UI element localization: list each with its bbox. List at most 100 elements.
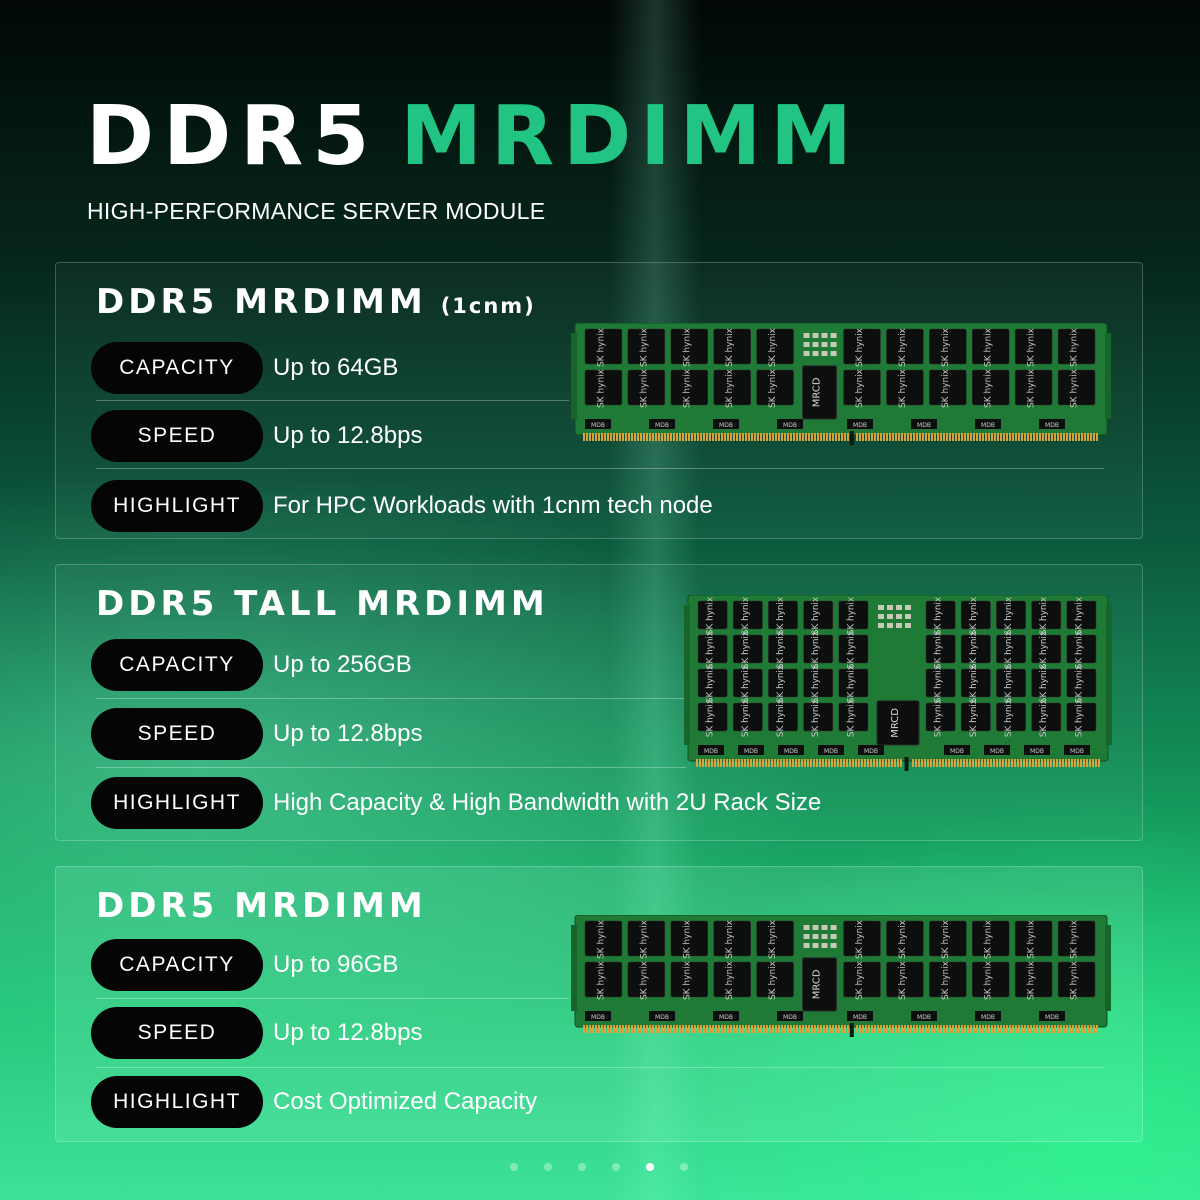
svg-text:SK hynix: SK hynix: [855, 368, 865, 408]
svg-text:MDB: MDB: [824, 748, 838, 755]
svg-text:SK hynix: SK hynix: [1027, 368, 1037, 408]
svg-text:MDB: MDB: [591, 1014, 605, 1021]
card-title-text: DDR5 MRDIMM: [96, 282, 427, 322]
svg-text:MRCD: MRCD: [890, 708, 901, 738]
svg-text:MDB: MDB: [990, 748, 1004, 755]
svg-text:MRCD: MRCD: [812, 377, 823, 407]
svg-text:SK hynix: SK hynix: [1004, 665, 1014, 703]
speed-pill: SPEED: [91, 1007, 263, 1059]
svg-text:SK hynix: SK hynix: [941, 919, 951, 959]
speed-pill: SPEED: [91, 410, 263, 462]
svg-text:SK hynix: SK hynix: [846, 699, 856, 737]
svg-text:SK hynix: SK hynix: [984, 368, 994, 408]
svg-text:SK hynix: SK hynix: [725, 368, 735, 408]
svg-text:SK hynix: SK hynix: [1004, 631, 1014, 669]
svg-text:SK hynix: SK hynix: [682, 327, 692, 367]
row-divider: [96, 998, 569, 999]
svg-text:SK hynix: SK hynix: [941, 327, 951, 367]
svg-text:SK hynix: SK hynix: [741, 665, 751, 703]
svg-text:SK hynix: SK hynix: [706, 631, 716, 669]
speed-value: Up to 12.8bps: [273, 1019, 423, 1046]
svg-text:SK hynix: SK hynix: [855, 919, 865, 959]
title-green: MRDIMM: [400, 89, 861, 184]
svg-text:SK hynix: SK hynix: [741, 631, 751, 669]
card-title: DDR5 MRDIMM: [96, 886, 427, 926]
svg-text:SK hynix: SK hynix: [969, 631, 979, 669]
carousel-dot[interactable]: [544, 1163, 552, 1171]
carousel-dot[interactable]: [612, 1163, 620, 1171]
svg-text:SK hynix: SK hynix: [1039, 631, 1049, 669]
svg-text:MDB: MDB: [719, 422, 733, 429]
svg-text:SK hynix: SK hynix: [1039, 699, 1049, 737]
svg-text:SK hynix: SK hynix: [934, 665, 944, 703]
svg-text:SK hynix: SK hynix: [776, 665, 786, 703]
carousel-dots: [510, 1163, 688, 1171]
svg-text:SK hynix: SK hynix: [596, 327, 606, 367]
svg-text:SK hynix: SK hynix: [846, 665, 856, 703]
capacity-pill: CAPACITY: [91, 342, 263, 394]
svg-text:MDB: MDB: [704, 748, 718, 755]
svg-text:SK hynix: SK hynix: [1004, 699, 1014, 737]
svg-text:MDB: MDB: [950, 748, 964, 755]
row-divider: [96, 468, 1104, 469]
svg-text:MDB: MDB: [655, 422, 669, 429]
card-title: DDR5 MRDIMM (1cnm): [96, 285, 536, 319]
svg-text:SK hynix: SK hynix: [768, 368, 778, 408]
svg-text:SK hynix: SK hynix: [969, 597, 979, 635]
svg-text:SK hynix: SK hynix: [855, 960, 865, 1000]
svg-text:SK hynix: SK hynix: [898, 919, 908, 959]
highlight-value: High Capacity & High Bandwidth with 2U R…: [273, 789, 822, 816]
svg-text:SK hynix: SK hynix: [846, 631, 856, 669]
svg-text:SK hynix: SK hynix: [898, 960, 908, 1000]
svg-text:MDB: MDB: [591, 422, 605, 429]
svg-text:SK hynix: SK hynix: [1070, 368, 1080, 408]
speed-value: Up to 12.8bps: [273, 422, 423, 449]
tech-node-label: (1cnm): [440, 294, 536, 318]
carousel-dot[interactable]: [578, 1163, 586, 1171]
svg-text:SK hynix: SK hynix: [898, 327, 908, 367]
carousel-dot[interactable]: [646, 1163, 654, 1171]
carousel-dot[interactable]: [680, 1163, 688, 1171]
svg-text:SK hynix: SK hynix: [1070, 919, 1080, 959]
svg-text:SK hynix: SK hynix: [855, 327, 865, 367]
svg-text:SK hynix: SK hynix: [768, 960, 778, 1000]
capacity-value: Up to 64GB: [273, 354, 399, 381]
svg-text:SK hynix: SK hynix: [969, 699, 979, 737]
row-divider: [96, 767, 686, 768]
svg-text:SK hynix: SK hynix: [682, 368, 692, 408]
svg-text:SK hynix: SK hynix: [1039, 665, 1049, 703]
svg-text:SK hynix: SK hynix: [984, 960, 994, 1000]
page-subtitle: HIGH-PERFORMANCE SERVER MODULE: [87, 198, 546, 224]
svg-text:SK hynix: SK hynix: [1027, 919, 1037, 959]
svg-text:MDB: MDB: [1045, 422, 1059, 429]
svg-text:MDB: MDB: [981, 1014, 995, 1021]
svg-text:SK hynix: SK hynix: [706, 699, 716, 737]
svg-text:SK hynix: SK hynix: [1039, 597, 1049, 635]
svg-text:SK hynix: SK hynix: [941, 960, 951, 1000]
svg-text:SK hynix: SK hynix: [768, 919, 778, 959]
svg-text:SK hynix: SK hynix: [1070, 960, 1080, 1000]
speed-pill: SPEED: [91, 708, 263, 760]
row-divider: [96, 1067, 1104, 1068]
capacity-pill: CAPACITY: [91, 639, 263, 691]
svg-text:SK hynix: SK hynix: [934, 597, 944, 635]
svg-text:MDB: MDB: [864, 748, 878, 755]
svg-text:SK hynix: SK hynix: [725, 919, 735, 959]
highlight-value: Cost Optimized Capacity: [273, 1088, 538, 1115]
svg-text:SK hynix: SK hynix: [1070, 327, 1080, 367]
svg-text:SK hynix: SK hynix: [682, 960, 692, 1000]
svg-text:SK hynix: SK hynix: [1027, 960, 1037, 1000]
svg-text:SK hynix: SK hynix: [596, 919, 606, 959]
svg-text:SK hynix: SK hynix: [639, 919, 649, 959]
svg-text:MDB: MDB: [783, 422, 797, 429]
svg-text:SK hynix: SK hynix: [725, 960, 735, 1000]
svg-text:SK hynix: SK hynix: [934, 699, 944, 737]
highlight-pill: HIGHLIGHT: [91, 480, 263, 532]
carousel-dot[interactable]: [510, 1163, 518, 1171]
svg-text:MDB: MDB: [655, 1014, 669, 1021]
svg-text:MDB: MDB: [1030, 748, 1044, 755]
svg-text:SK hynix: SK hynix: [596, 368, 606, 408]
svg-text:SK hynix: SK hynix: [706, 597, 716, 635]
svg-text:SK hynix: SK hynix: [596, 960, 606, 1000]
